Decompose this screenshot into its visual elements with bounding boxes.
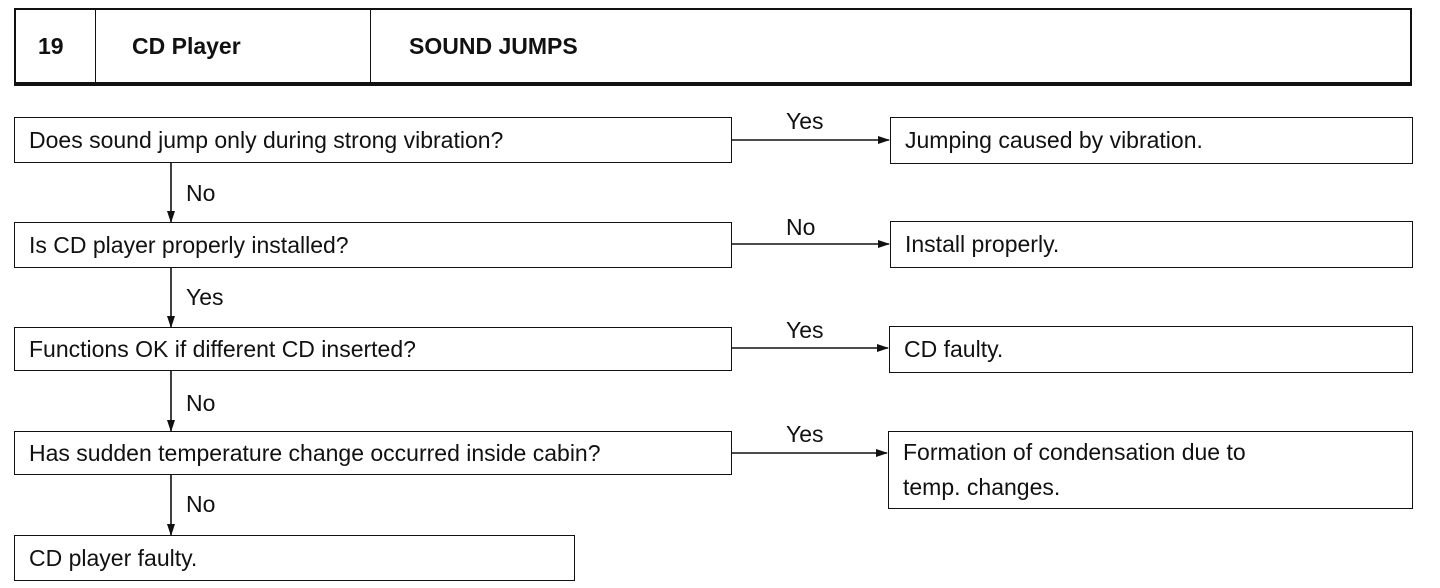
question-box: Functions OK if different CD inserted? xyxy=(14,327,732,371)
branch-label: No xyxy=(186,491,216,517)
result-line: Formation of condensation due to xyxy=(903,439,1246,465)
result-line: temp. changes. xyxy=(903,473,1061,500)
result-box: Formation of condensation due to temp. c… xyxy=(888,431,1413,509)
final-result-box: CD player faulty. xyxy=(14,535,575,581)
branch-label: No xyxy=(786,214,816,240)
result-box: CD faulty. xyxy=(889,326,1413,373)
branch-label: No xyxy=(186,390,216,416)
symptom-title: SOUND JUMPS xyxy=(409,32,578,59)
troubleshooting-header: 19 CD Player SOUND JUMPS xyxy=(14,8,1412,84)
branch-label: Yes xyxy=(186,284,224,310)
system-name: CD Player xyxy=(96,10,371,82)
question-box: Is CD player properly installed? xyxy=(14,222,732,268)
branch-label: Yes xyxy=(786,317,824,343)
branch-label: Yes xyxy=(786,421,824,447)
branch-label: Yes xyxy=(786,108,824,134)
question-box: Does sound jump only during strong vibra… xyxy=(14,117,732,163)
question-box: Has sudden temperature change occurred i… xyxy=(14,431,732,475)
procedure-number: 19 xyxy=(16,10,96,82)
result-box: Jumping caused by vibration. xyxy=(890,117,1413,164)
branch-label: No xyxy=(186,180,216,206)
result-box: Install properly. xyxy=(890,221,1413,268)
